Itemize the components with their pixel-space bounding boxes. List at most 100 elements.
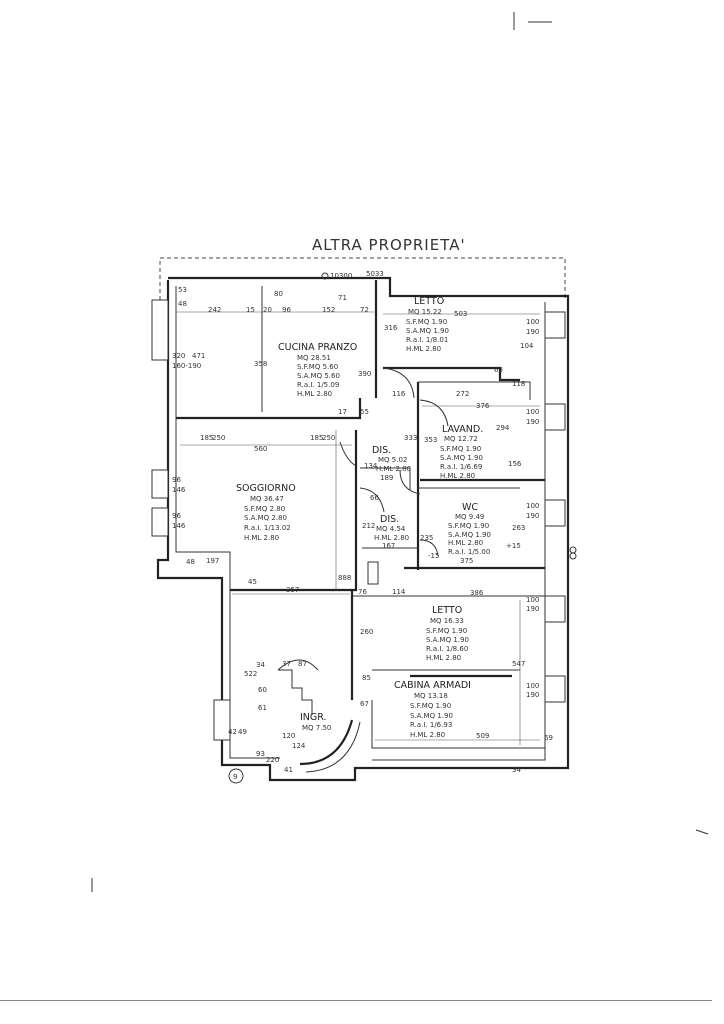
svg-text:S.F.MQ 1.90: S.F.MQ 1.90 <box>410 702 451 710</box>
svg-text:48: 48 <box>178 300 187 308</box>
room-ingresso: INGR. MQ 7.50 <box>300 712 331 732</box>
outer-wall <box>156 276 570 782</box>
door-arc <box>339 441 357 467</box>
room-name: LETTO <box>432 605 462 616</box>
svg-text:358: 358 <box>254 360 267 368</box>
svg-text:146: 146 <box>172 486 186 494</box>
window <box>544 499 566 527</box>
svg-text:509: 509 <box>476 732 489 740</box>
svg-text:272: 272 <box>456 390 469 398</box>
room-name: CUCINA PRANZO <box>278 342 357 353</box>
svg-text:212: 212 <box>362 522 375 530</box>
room-soggiorno: SOGGIORNO MQ 36.47 S.F.MQ 2.80 S.A.MQ 2.… <box>236 483 296 542</box>
room-cabina-armadi: CABINA ARMADI MQ 13.18 S.F.MQ 1.90 S.A.M… <box>394 680 471 739</box>
svg-text:H.ML 2.80: H.ML 2.80 <box>376 465 411 473</box>
svg-text:53: 53 <box>178 286 187 294</box>
room-dis-2: DIS. MQ 4.54 H.ML 2.80 <box>374 514 409 542</box>
svg-text:189: 189 <box>380 474 393 482</box>
svg-text:49: 49 <box>238 728 247 736</box>
svg-text:190: 190 <box>526 512 539 520</box>
svg-text:263: 263 <box>512 524 525 532</box>
wall-cucina-soggiorno <box>176 398 362 420</box>
svg-text:R.a.I. 1/13.02: R.a.I. 1/13.02 <box>244 524 291 532</box>
inner-wall-line <box>175 286 280 759</box>
svg-text:MQ 4.54: MQ 4.54 <box>376 525 406 533</box>
column-mark <box>321 272 329 280</box>
svg-text:471: 471 <box>192 352 205 360</box>
svg-text:MQ 7.50: MQ 7.50 <box>302 724 331 732</box>
svg-text:76: 76 <box>358 588 367 596</box>
svg-text:45: 45 <box>248 578 257 586</box>
svg-text:357: 357 <box>286 586 299 594</box>
svg-text:114: 114 <box>392 588 406 596</box>
room-name: DIS. <box>372 445 391 456</box>
room-letto-2: LETTO MQ 16.33 S.F.MQ 1.90 S.A.MQ 1.90 R… <box>426 605 469 662</box>
svg-text:S.F.MQ 1.90: S.F.MQ 1.90 <box>448 522 489 530</box>
svg-text:10300: 10300 <box>330 272 352 280</box>
svg-text:R.a.I. 1/5.00: R.a.I. 1/5.00 <box>448 548 490 556</box>
door-arc <box>419 399 449 427</box>
svg-text:H.ML 2.80: H.ML 2.80 <box>406 345 441 353</box>
wall-letto-lavand <box>383 366 520 382</box>
svg-text:67: 67 <box>360 700 369 708</box>
svg-text:S.A.MQ 1.90: S.A.MQ 1.90 <box>448 531 491 539</box>
entrance-door-arc <box>277 659 319 671</box>
svg-text:96: 96 <box>172 476 181 484</box>
svg-text:S.A.MQ 1.90: S.A.MQ 1.90 <box>426 636 469 644</box>
svg-text:250: 250 <box>212 434 225 442</box>
wall-cabina <box>371 700 545 749</box>
svg-text:R.a.I. 1/6.69: R.a.I. 1/6.69 <box>440 463 482 471</box>
svg-text:-15: -15 <box>428 552 439 560</box>
svg-text:71: 71 <box>338 294 347 302</box>
svg-text:R.a.I. 1/8.01: R.a.I. 1/8.01 <box>406 336 448 344</box>
window <box>544 403 566 431</box>
svg-text:R.a.I. 1/8.60: R.a.I. 1/8.60 <box>426 645 468 653</box>
svg-text:S.A.MQ 5.60: S.A.MQ 5.60 <box>297 372 340 380</box>
svg-text:85: 85 <box>362 674 371 682</box>
svg-text:235: 235 <box>420 534 433 542</box>
svg-text:104: 104 <box>520 342 534 350</box>
svg-text:100: 100 <box>526 318 539 326</box>
svg-text:63: 63 <box>494 366 503 374</box>
svg-text:503: 503 <box>454 310 467 318</box>
door-arc <box>419 539 439 557</box>
window <box>544 311 566 339</box>
svg-text:96: 96 <box>282 306 291 314</box>
entrance-curve-inner <box>305 721 361 773</box>
svg-text:152: 152 <box>322 306 335 314</box>
inner-wall-line <box>372 302 546 761</box>
svg-text:156: 156 <box>508 460 522 468</box>
svg-text:H.ML 2.80: H.ML 2.80 <box>244 534 279 542</box>
svg-text:242: 242 <box>208 306 221 314</box>
svg-text:376: 376 <box>476 402 490 410</box>
svg-text:R.a.I. 1/6.93: R.a.I. 1/6.93 <box>410 721 452 729</box>
svg-text:H.ML 2.80: H.ML 2.80 <box>448 539 483 547</box>
svg-text:37: 37 <box>282 660 291 668</box>
wall-lavand-top <box>418 381 531 400</box>
svg-text:20: 20 <box>263 306 272 314</box>
svg-text:160-190: 160-190 <box>172 362 201 370</box>
svg-text:167: 167 <box>382 542 395 550</box>
scan-mark <box>695 829 709 835</box>
svg-text:190: 190 <box>526 605 539 613</box>
svg-text:96: 96 <box>172 512 181 520</box>
svg-text:190: 190 <box>526 691 539 699</box>
svg-text:80: 80 <box>274 290 283 298</box>
svg-text:MQ 12.72: MQ 12.72 <box>444 435 478 443</box>
window <box>151 469 169 499</box>
property-title: ALTRA PROPRIETA' <box>312 236 466 254</box>
shaft <box>367 561 379 585</box>
door-arc <box>359 487 385 513</box>
svg-text:15: 15 <box>246 306 255 314</box>
svg-text:H.ML 2.80: H.ML 2.80 <box>410 731 445 739</box>
svg-text:185: 185 <box>200 434 213 442</box>
svg-text:250: 250 <box>322 434 335 442</box>
svg-text:34: 34 <box>512 766 521 774</box>
svg-text:5033: 5033 <box>366 270 384 278</box>
window <box>544 595 566 623</box>
svg-text:294: 294 <box>496 424 510 432</box>
svg-text:S.A.MQ 1.90: S.A.MQ 1.90 <box>406 327 449 335</box>
svg-text:MQ 5.02: MQ 5.02 <box>378 456 407 464</box>
boundary-dashed <box>159 257 566 300</box>
